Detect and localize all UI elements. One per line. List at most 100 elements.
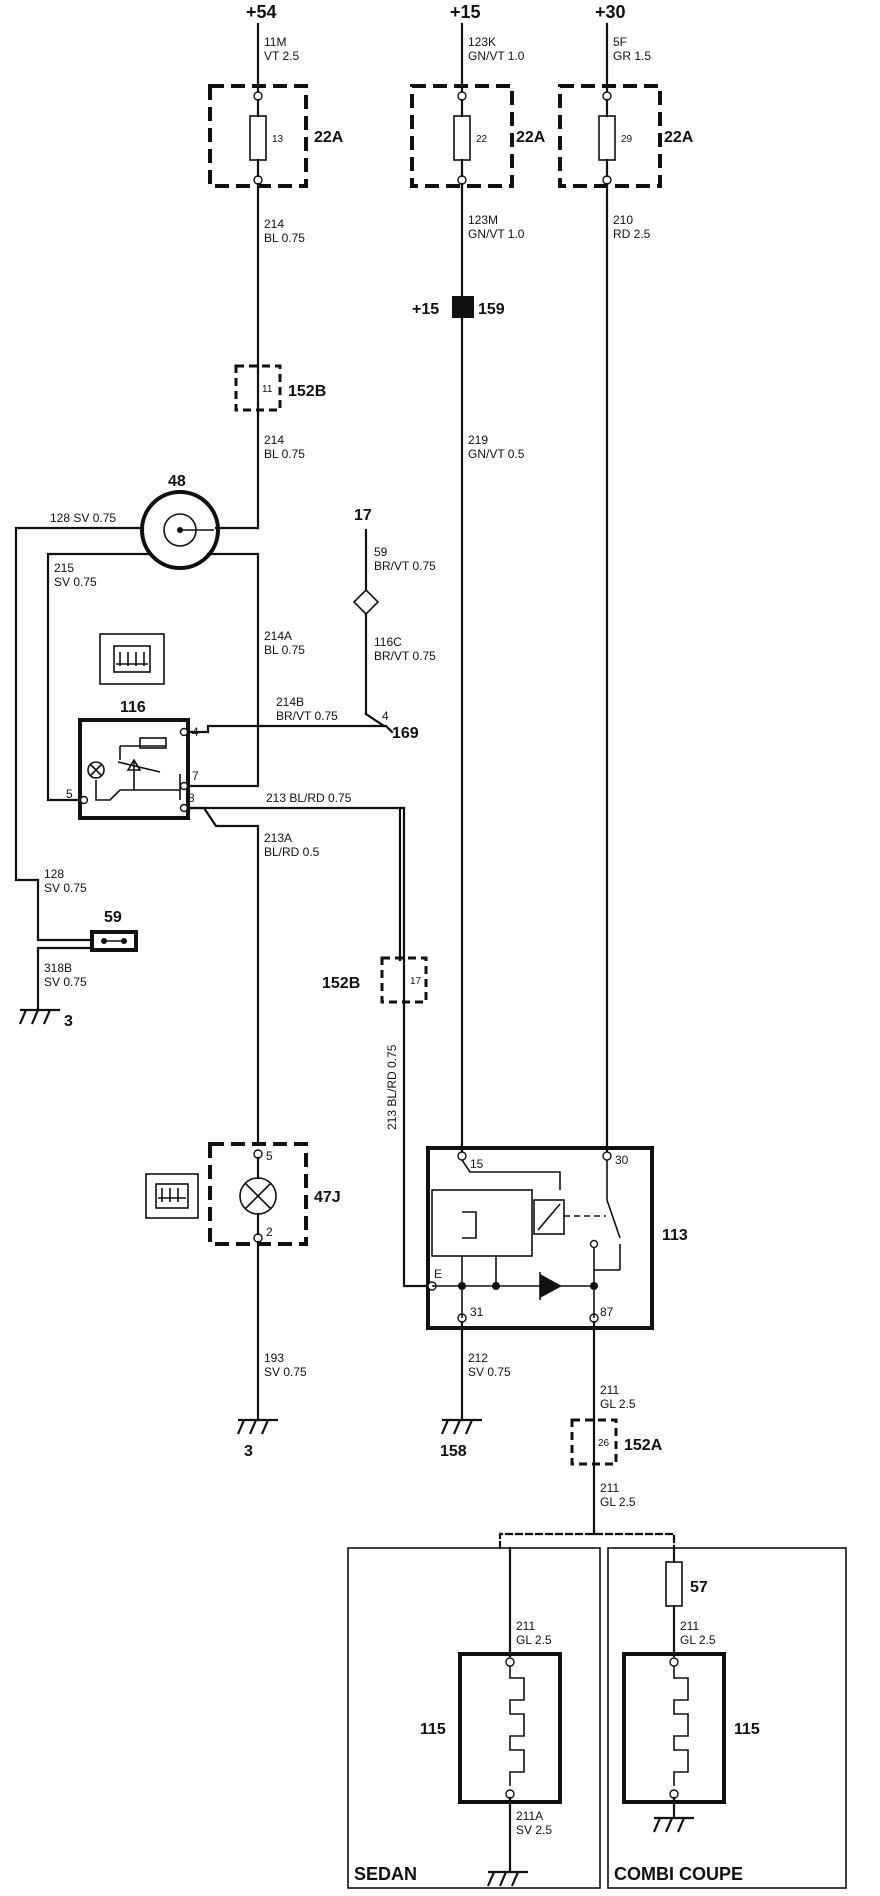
wire-59-spec: BR/VT 0.75 xyxy=(374,559,436,573)
component-113-label: 113 xyxy=(662,1227,688,1244)
pin-169-4: 4 xyxy=(382,709,389,723)
wire-211-d-spec: GL 2.5 xyxy=(680,1633,716,1647)
wire-59-id: 59 xyxy=(374,545,388,559)
component-115-combi-label: 115 xyxy=(734,1721,760,1738)
component-116-label: 116 xyxy=(120,699,146,716)
wire-212-id: 212 xyxy=(468,1351,488,1365)
ground-sedan xyxy=(486,1870,528,1887)
wire-123k-spec: GN/VT 1.0 xyxy=(468,49,525,63)
wire-123m-id: 123M xyxy=(468,213,498,227)
wire-128b-id: 128 xyxy=(44,867,64,881)
fuse-22-rating: 22A xyxy=(516,129,546,146)
wire-211-c-id: 211 xyxy=(516,1619,535,1633)
fuse-29-rating: 22A xyxy=(664,129,694,146)
wire-211-a-spec: GL 2.5 xyxy=(600,1397,636,1411)
connector-152b-mid-pin: 17 xyxy=(410,976,422,987)
fuse-13-number: 13 xyxy=(272,134,284,145)
component-48-label: 48 xyxy=(168,473,186,490)
wire-214-top-spec: BL 0.75 xyxy=(264,231,305,245)
pin-47j-5: 5 xyxy=(266,1149,273,1163)
pin-116-7: 7 xyxy=(192,769,199,783)
wire-214-top-id: 214 xyxy=(264,217,284,231)
connector-152b-top-label: 152B xyxy=(288,383,326,400)
pin-113-87: 87 xyxy=(600,1305,614,1319)
wire-11m-spec: VT 2.5 xyxy=(264,49,299,63)
component-17-label: 17 xyxy=(354,507,372,524)
component-115-sedan-heater: 115 xyxy=(420,1652,562,1804)
diamond-connector xyxy=(352,588,380,616)
wire-211-a-id: 211 xyxy=(600,1383,619,1397)
wire-213A-id: 213A xyxy=(264,831,292,845)
wire-213A-spec: BL/RD 0.5 xyxy=(264,845,320,859)
wire-211A-spec: SV 2.5 xyxy=(516,1823,552,1837)
wire-214B-id: 214B xyxy=(276,695,304,709)
ground-3-left: 3 xyxy=(18,1008,73,1030)
pin-116-5: 5 xyxy=(66,787,73,801)
wire-211-d-id: 211 xyxy=(680,1619,699,1633)
wire-128b-spec: SV 0.75 xyxy=(44,881,87,895)
rear-window-heater-icon-1 xyxy=(99,633,165,685)
fuse-29: 29 22A xyxy=(558,84,694,188)
fuse-57: 57 xyxy=(665,1546,708,1607)
wire-213-label: 213 BL/RD 0.75 xyxy=(266,791,352,805)
fuse-22: 22 22A xyxy=(410,84,546,188)
wire-211-b-spec: GL 2.5 xyxy=(600,1495,636,1509)
ground-3-center: 3 xyxy=(236,1418,278,1460)
fuse-57-number: 57 xyxy=(690,1579,708,1596)
component-113-relay: 15 30 E 31 87 113 xyxy=(426,1146,688,1330)
wire-215-spec: SV 0.75 xyxy=(54,575,97,589)
wire-215-id: 215 xyxy=(54,561,74,575)
wire-193-spec: SV 0.75 xyxy=(264,1365,307,1379)
connector-152b-top: 11 152B xyxy=(234,364,326,412)
supply-15-splice-label: +15 xyxy=(412,301,439,318)
ground-158: 158 xyxy=(440,1418,482,1460)
wire-318b-spec: SV 0.75 xyxy=(44,975,87,989)
sedan-section: SEDAN xyxy=(347,1547,601,1889)
wire-214A-id: 214A xyxy=(264,629,292,643)
combi-coupe-section: COMBI COUPE xyxy=(607,1547,847,1889)
wire-214-mid-id: 214 xyxy=(264,433,284,447)
wire-210-spec: RD 2.5 xyxy=(613,227,651,241)
fuse-13-rating: 22A xyxy=(314,129,344,146)
wire-214-mid-spec: BL 0.75 xyxy=(264,447,305,461)
wire-219-id: 219 xyxy=(468,433,488,447)
wire-318b-id: 318B xyxy=(44,961,72,975)
rear-window-heater-icon-2 xyxy=(145,1173,199,1219)
supply-15-label: +15 xyxy=(450,2,481,22)
component-47j-label: 47J xyxy=(314,1189,341,1206)
supply-30-label: +30 xyxy=(595,2,626,22)
wire-193-id: 193 xyxy=(264,1351,284,1365)
component-59-connector: 59 xyxy=(90,909,138,952)
fuse-29-number: 29 xyxy=(621,134,633,145)
component-116-switch: 116 5 4 7 8 xyxy=(66,699,199,820)
ground-158-label: 158 xyxy=(440,1443,467,1460)
wire-116c-id: 116C xyxy=(374,635,402,649)
wire-116c-spec: BR/VT 0.75 xyxy=(374,649,436,663)
sedan-label: SEDAN xyxy=(354,1864,417,1884)
wire-212-spec: SV 0.75 xyxy=(468,1365,511,1379)
wire-214B-spec: BR/VT 0.75 xyxy=(276,709,338,723)
connector-152b-top-pin: 11 xyxy=(262,384,273,395)
fuse-22-number: 22 xyxy=(476,134,488,145)
connector-152a-label: 152A xyxy=(624,1437,663,1454)
connector-152b-mid-label: 152B xyxy=(322,975,360,992)
combi-coupe-label: COMBI COUPE xyxy=(614,1864,743,1884)
component-169-label: 169 xyxy=(392,725,419,742)
wire-214A-spec: BL 0.75 xyxy=(264,643,305,657)
pin-113-E: E xyxy=(434,1267,442,1281)
wire-5f-spec: GR 1.5 xyxy=(613,49,651,63)
pin-47j-2: 2 xyxy=(266,1225,273,1239)
wire-211-b-id: 211 xyxy=(600,1481,619,1495)
wire-219-spec: GN/VT 0.5 xyxy=(468,447,525,461)
pin-113-15: 15 xyxy=(470,1157,484,1171)
ground-3-left-label: 3 xyxy=(64,1013,73,1030)
component-159-splice: +15 159 xyxy=(412,296,505,318)
component-48-buzzer: 48 xyxy=(140,473,220,570)
component-59-label: 59 xyxy=(104,909,122,926)
wire-11m-id: 11M xyxy=(264,35,286,49)
connector-152a: 26 152A xyxy=(570,1418,663,1466)
wire-5f-id: 5F xyxy=(613,35,627,49)
connector-152a-pin: 26 xyxy=(598,1438,610,1449)
wire-210-id: 210 xyxy=(613,213,633,227)
